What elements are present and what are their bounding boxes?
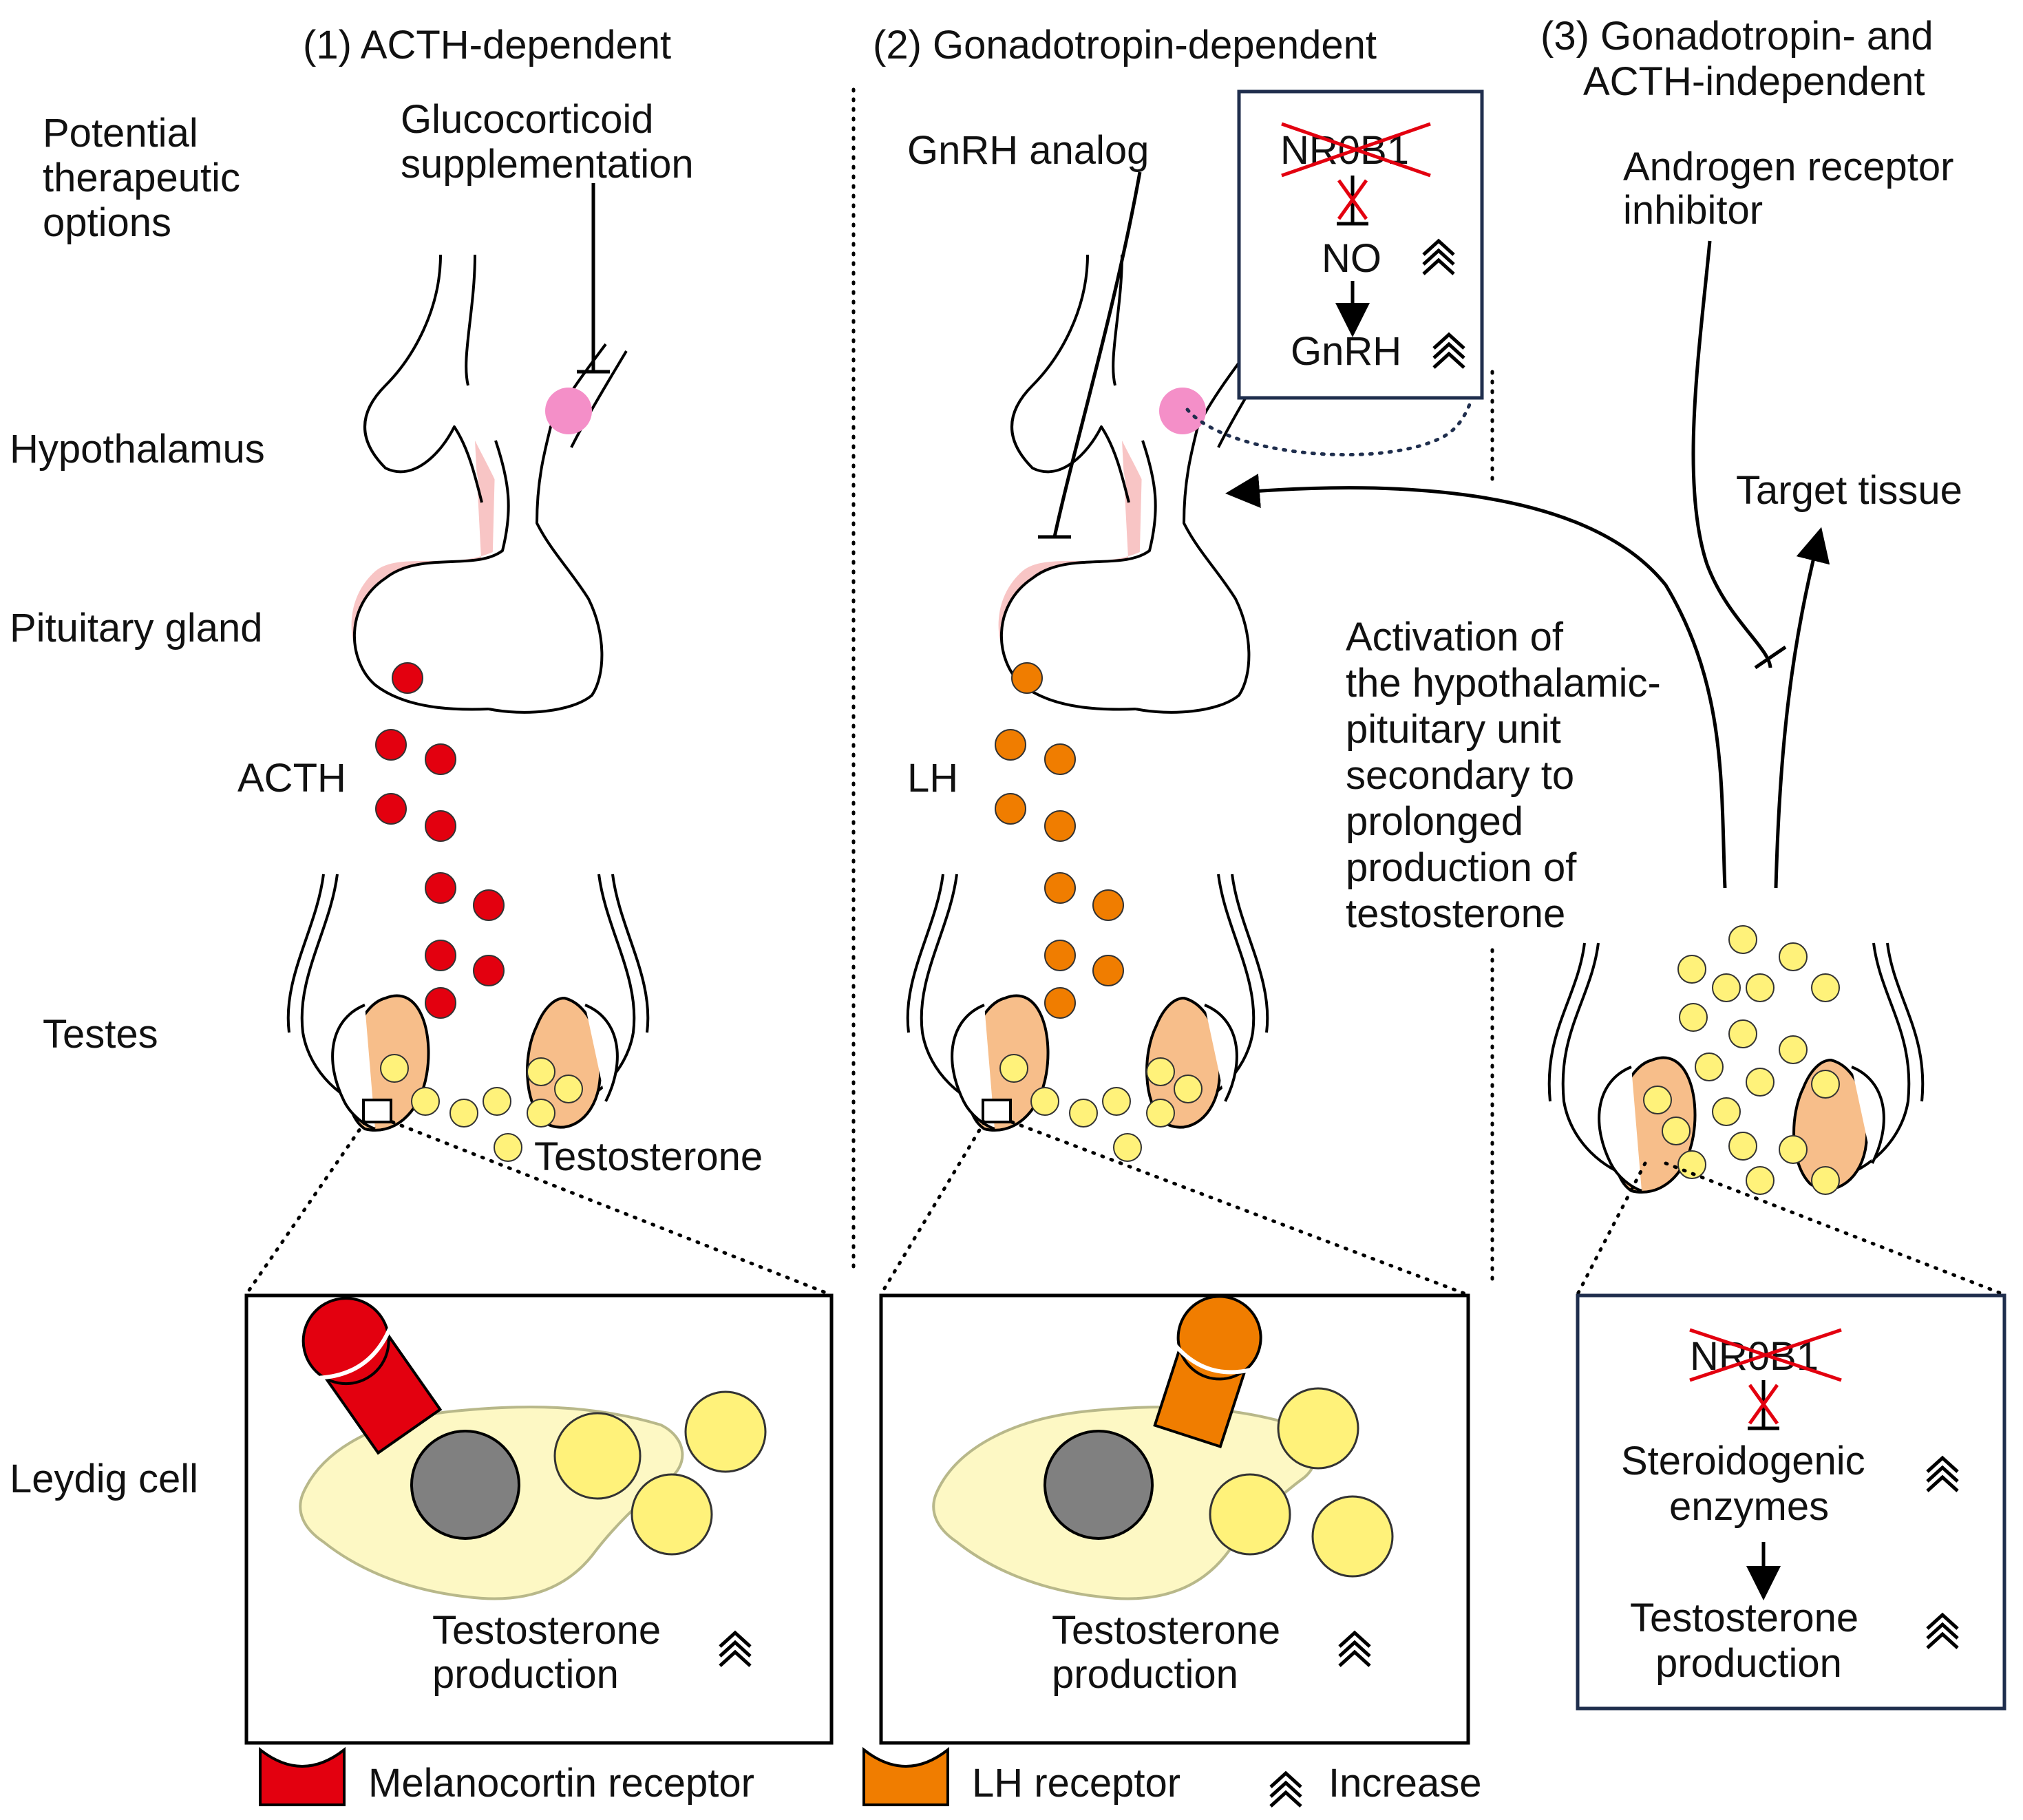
melanocortin-receptor-1 bbox=[301, 1297, 443, 1455]
legend-lh-receptor: LH receptor bbox=[972, 1761, 1180, 1806]
therapy-glucocorticoid-2: supplementation bbox=[401, 142, 694, 187]
row-label-pituitary: Pituitary gland bbox=[10, 606, 263, 650]
label-lh: LH bbox=[907, 756, 958, 801]
zoom-line-2b bbox=[1010, 1120, 1468, 1296]
therapy-glucocorticoid-1: Glucocorticoid bbox=[401, 97, 653, 142]
row-label-therapy-3: options bbox=[43, 200, 171, 245]
row-label-therapy-2: therapeutic bbox=[43, 156, 240, 200]
testosterone-particles-2 bbox=[999, 1054, 1203, 1162]
nucleus-2 bbox=[1044, 1430, 1154, 1540]
testes-1 bbox=[286, 874, 650, 1132]
nr0b1-cross-2b bbox=[1689, 1328, 1842, 1382]
zoom-line-1a bbox=[244, 1120, 367, 1296]
therapy-gnrh-analog: GnRH analog bbox=[907, 128, 1149, 173]
label-target-tissue: Target tissue bbox=[1736, 468, 1962, 513]
acth-particles bbox=[375, 729, 505, 1019]
testes-2 bbox=[906, 874, 1269, 1132]
nr0b1-inhibit-cross-2b bbox=[1748, 1384, 1779, 1425]
acth-granule bbox=[392, 662, 423, 694]
callout-link-nr0b1 bbox=[1185, 397, 1474, 457]
column-title-independent-1: (3) Gonadotropin- and bbox=[1540, 14, 1934, 59]
row-label-therapy-1: Potential bbox=[43, 111, 198, 156]
legend-melanocortin-swatch bbox=[259, 1746, 346, 1806]
leydig-production-1a: Testosterone bbox=[432, 1608, 661, 1653]
hypothalamus-pituitary-2 bbox=[998, 254, 1275, 714]
activation-line-1: Activation of bbox=[1346, 615, 1564, 659]
leydig-production-2a: Testosterone bbox=[1052, 1608, 1280, 1653]
nr0b1-gene-1: NR0B1 bbox=[1280, 128, 1409, 173]
zoom-line-3b bbox=[1664, 1161, 2005, 1296]
leydig-cell-2 bbox=[932, 1295, 1394, 1600]
row-label-testes: Testes bbox=[43, 1012, 158, 1057]
activation-line-4: secondary to bbox=[1346, 753, 1574, 798]
steroidogenic-1: Steroidogenic bbox=[1621, 1439, 1865, 1483]
nr0b1-cross-1b bbox=[1281, 122, 1431, 178]
nr0b1-no: NO bbox=[1322, 236, 1381, 281]
leydig-production-1b: production bbox=[432, 1652, 619, 1697]
column-title-acth: (1) ACTH-dependent bbox=[303, 23, 671, 67]
hypothalamus-pituitary-1 bbox=[351, 254, 628, 714]
legend-lh-receptor-swatch bbox=[862, 1746, 949, 1806]
therapy-ar-inhibitor-2: inhibitor bbox=[1623, 188, 1763, 233]
testes-3 bbox=[1547, 942, 1925, 1194]
steroidogenic-2: enzymes bbox=[1669, 1484, 1829, 1529]
column-title-gonadotropin: (2) Gonadotropin-dependent bbox=[873, 23, 1377, 67]
column-title-independent-2: ACTH-independent bbox=[1583, 59, 1925, 104]
inhibit-bar-ar bbox=[1754, 645, 1787, 670]
lh-receptor-2 bbox=[1153, 1295, 1262, 1449]
leydig-production-2b: production bbox=[1052, 1652, 1238, 1697]
pink-neuron-1 bbox=[545, 388, 592, 434]
zoom-line-1b bbox=[390, 1120, 832, 1296]
label-acth: ACTH bbox=[237, 756, 346, 801]
lh-granule bbox=[1011, 662, 1043, 694]
testosterone-particles-1 bbox=[380, 1054, 583, 1162]
nucleus-1 bbox=[410, 1430, 520, 1540]
legend-melanocortin: Melanocortin receptor bbox=[368, 1761, 754, 1806]
leydig-focus-square-1 bbox=[362, 1099, 392, 1123]
lh-particles bbox=[995, 729, 1124, 1019]
inhibit-line-gnrh bbox=[1052, 171, 1142, 538]
legend-increase: Increase bbox=[1328, 1761, 1481, 1806]
activation-line-7: testosterone bbox=[1346, 891, 1565, 936]
row-label-leydig: Leydig cell bbox=[10, 1457, 198, 1501]
arrow-to-target-tissue bbox=[1774, 527, 1830, 889]
pink-neuron-2 bbox=[1159, 388, 1206, 434]
independent-production-2: production bbox=[1655, 1641, 1842, 1686]
activation-line-2: the hypothalamic- bbox=[1346, 661, 1661, 706]
leydig-cell-1 bbox=[299, 1297, 767, 1600]
inhibit-line-ar bbox=[1691, 240, 1772, 668]
label-testosterone: Testosterone bbox=[534, 1134, 763, 1179]
activation-line-6: production of bbox=[1346, 845, 1577, 890]
row-label-hypothalamus: Hypothalamus bbox=[10, 427, 265, 472]
therapy-ar-inhibitor-1: Androgen receptor bbox=[1623, 145, 1953, 189]
leydig-focus-square-2 bbox=[982, 1099, 1012, 1123]
nr0b1-gnrh: GnRH bbox=[1291, 329, 1401, 374]
zoom-line-3a bbox=[1576, 1161, 1647, 1296]
arrow-feedback-activation bbox=[1225, 474, 1727, 889]
legend-increase-icon bbox=[1271, 1773, 1301, 1806]
independent-production-1: Testosterone bbox=[1630, 1596, 1858, 1640]
activation-line-3: pituitary unit bbox=[1346, 707, 1561, 752]
activation-line-5: prolonged bbox=[1346, 799, 1523, 844]
zoom-line-2a bbox=[879, 1120, 986, 1296]
testosterone-particles-3 bbox=[1643, 925, 1840, 1195]
nr0b1-inhibit-cross-1b bbox=[1337, 179, 1368, 220]
